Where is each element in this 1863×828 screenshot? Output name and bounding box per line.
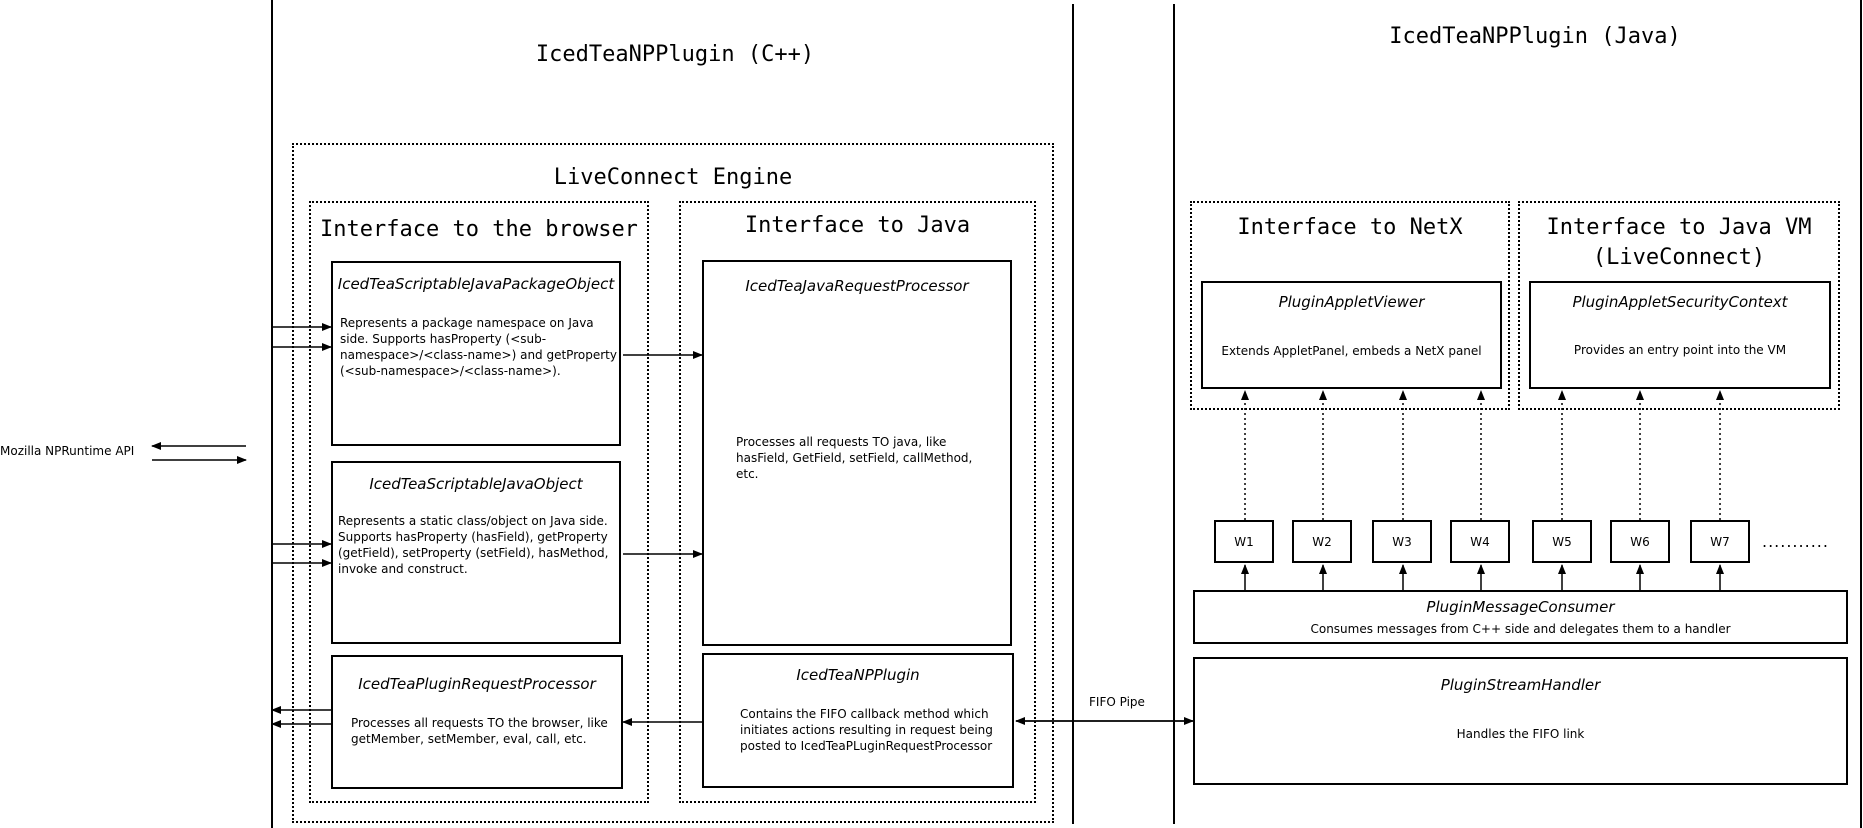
stream-handler-name: PluginStreamHandler bbox=[1440, 676, 1601, 694]
worker-w6: W6 bbox=[1610, 520, 1670, 563]
browser-boundary-line bbox=[271, 0, 273, 828]
npplugin-name: IcedTeaNPPlugin bbox=[796, 666, 920, 684]
message-consumer-name: PluginMessageConsumer bbox=[1426, 598, 1615, 616]
java-plugin-title: IcedTeaNPPlugin (Java) bbox=[1389, 24, 1681, 49]
java-left-boundary-line bbox=[1173, 4, 1175, 824]
vm-interface-box: Interface to Java VM (LiveConnect) bbox=[1518, 201, 1840, 410]
plugin-request-processor-desc: Processes all requests TO the browser, l… bbox=[351, 716, 608, 746]
java-interface-title: Interface to Java bbox=[744, 213, 971, 238]
applet-viewer-desc: Extends AppletPanel, embeds a NetX panel bbox=[1221, 344, 1482, 358]
netx-interface-box: Interface to NetX bbox=[1190, 201, 1510, 410]
worker-w3: W3 bbox=[1372, 520, 1432, 563]
plugin-request-processor-box: IcedTeaPluginRequestProcessor Processes … bbox=[331, 655, 623, 789]
security-context-name: PluginAppletSecurityContext bbox=[1572, 293, 1788, 311]
worker-w7: W7 bbox=[1690, 520, 1750, 563]
message-consumer-desc: Consumes messages from C++ side and dele… bbox=[1310, 622, 1731, 636]
liveconnect-engine-title: LiveConnect Engine bbox=[553, 165, 793, 190]
liveconnect-engine-box: LiveConnect Engine bbox=[292, 143, 1054, 823]
java-object-box: IcedTeaScriptableJavaObject Represents a… bbox=[331, 461, 621, 644]
vm-interface-title-line2: (LiveConnect) bbox=[1592, 245, 1766, 270]
browser-interface-box: Interface to the browser bbox=[309, 201, 649, 803]
package-object-name: IcedTeaScriptableJavaPackageObject bbox=[337, 275, 615, 293]
security-context-box: PluginAppletSecurityContext Provides an … bbox=[1529, 281, 1831, 389]
stream-handler-desc: Handles the FIFO link bbox=[1456, 727, 1585, 741]
worker-w5: W5 bbox=[1532, 520, 1592, 563]
cpp-right-boundary-line bbox=[1072, 4, 1074, 824]
browser-interface-title: Interface to the browser bbox=[320, 217, 638, 242]
java-request-processor-desc: Processes all requests TO java, like has… bbox=[736, 435, 973, 481]
worker-w2: W2 bbox=[1292, 520, 1352, 563]
message-consumer-box: PluginMessageConsumer Consumes messages … bbox=[1193, 590, 1848, 644]
more-workers-ellipsis: ........... bbox=[1762, 532, 1829, 551]
stream-handler-box: PluginStreamHandler Handles the FIFO lin… bbox=[1193, 657, 1848, 785]
npplugin-desc: Contains the FIFO callback method which … bbox=[740, 707, 993, 753]
npruntime-api-label: Mozilla NPRuntime API bbox=[0, 444, 135, 458]
security-context-desc: Provides an entry point into the VM bbox=[1573, 343, 1787, 357]
netx-interface-title: Interface to NetX bbox=[1237, 215, 1463, 240]
cpp-plugin-title: IcedTeaNPPlugin (C++) bbox=[535, 42, 815, 67]
java-request-processor-box: IcedTeaJavaRequestProcessor Processes al… bbox=[702, 260, 1012, 646]
worker-w4: W4 bbox=[1450, 520, 1510, 563]
plugin-request-processor-name: IcedTeaPluginRequestProcessor bbox=[358, 675, 596, 693]
package-object-box: IcedTeaScriptableJavaPackageObject Repre… bbox=[331, 261, 621, 446]
worker-w1: W1 bbox=[1214, 520, 1274, 563]
vm-interface-title-line1: Interface to Java VM bbox=[1546, 215, 1812, 240]
fifo-pipe-label: FIFO Pipe bbox=[1089, 695, 1145, 709]
java-object-desc: Represents a static class/object on Java… bbox=[338, 514, 609, 576]
applet-viewer-name: PluginAppletViewer bbox=[1278, 293, 1425, 311]
npplugin-box: IcedTeaNPPlugin Contains the FIFO callba… bbox=[702, 653, 1014, 788]
java-interface-box: Interface to Java bbox=[679, 201, 1036, 803]
applet-viewer-box: PluginAppletViewer Extends AppletPanel, … bbox=[1201, 281, 1502, 389]
package-object-desc: Represents a package namespace on Java s… bbox=[340, 316, 617, 378]
java-right-boundary-line bbox=[1860, 0, 1862, 828]
java-object-name: IcedTeaScriptableJavaObject bbox=[369, 475, 583, 493]
java-request-processor-name: IcedTeaJavaRequestProcessor bbox=[745, 277, 969, 295]
